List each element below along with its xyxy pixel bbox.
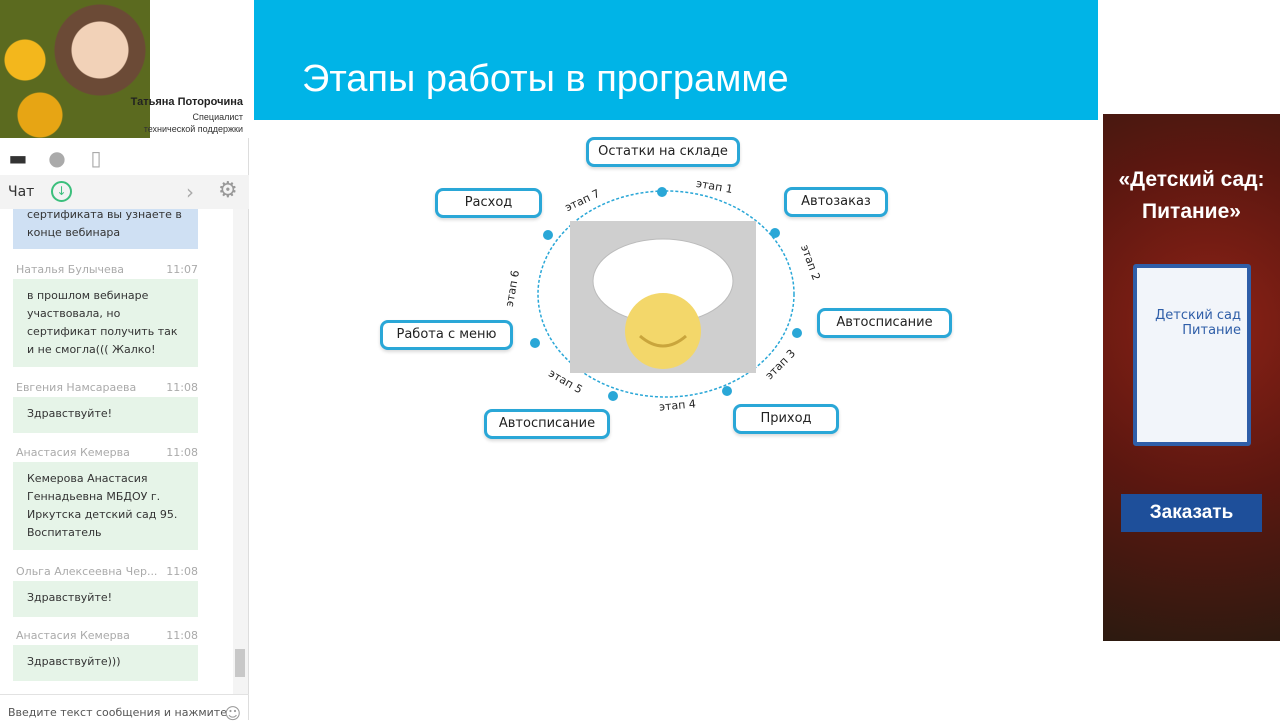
chat-panel: Татьяна Поторочина Специалист технической… bbox=[0, 0, 249, 723]
chat-message: Кемерова Анастасия Геннадьевна МБДОУ г. … bbox=[13, 462, 198, 550]
download-icon[interactable]: ↓ bbox=[51, 181, 72, 202]
users-tab-icon[interactable]: ● bbox=[48, 146, 66, 170]
cycle-arrows bbox=[530, 187, 802, 401]
stage-box-autowriteoff-2: Автосписание bbox=[484, 409, 610, 439]
cycle-node bbox=[543, 230, 553, 240]
message-author: Анастасия Кемерва bbox=[16, 629, 130, 642]
chef-illustration bbox=[570, 221, 756, 373]
chat-message: Здравствуйте))) bbox=[13, 645, 198, 681]
stage-box-autowriteoff: Автосписание bbox=[817, 308, 952, 338]
slide-banner: Этапы работы в программе bbox=[254, 0, 1098, 120]
panel-tabs: ▬ ● ▯ bbox=[0, 140, 249, 175]
scrollbar-thumb[interactable] bbox=[235, 649, 245, 677]
message-author: Ольга Алексеевна Чер... bbox=[16, 565, 158, 578]
cycle-node bbox=[792, 328, 802, 338]
files-tab-icon[interactable]: ▯ bbox=[90, 146, 102, 170]
input-placeholder: Введите текст сообщения и нажмите bbox=[8, 706, 227, 719]
chat-tab-icon[interactable]: ▬ bbox=[8, 146, 28, 170]
product-name: Детский сад Питание bbox=[1155, 308, 1241, 338]
stage-box-autoorder: Автозаказ bbox=[784, 187, 888, 217]
chat-message: в прошлом вебинаре участвовала, но серти… bbox=[13, 279, 198, 367]
cycle-node bbox=[770, 228, 780, 238]
message-header: Евгения Намсараева 11:08 bbox=[16, 381, 198, 394]
product-box-image: Детский сад Питание bbox=[1133, 264, 1251, 446]
message-header: Ольга Алексеевна Чер... 11:08 bbox=[16, 565, 198, 578]
presenter-photo bbox=[0, 0, 150, 138]
presenter-card: Татьяна Поторочина Специалист технической… bbox=[0, 0, 249, 138]
chat-header: Чат ↓ › ⚙ bbox=[0, 175, 249, 209]
cycle-node bbox=[722, 386, 732, 396]
message-list: сертификата вы узнаете в конце вебинара … bbox=[0, 209, 233, 694]
message-header: Анастасия Кемерва 11:08 bbox=[16, 629, 198, 642]
stage-box-expense: Расход bbox=[435, 188, 542, 218]
chat-scrollbar[interactable] bbox=[233, 209, 248, 694]
message-time: 11:08 bbox=[166, 629, 198, 642]
cycle-node bbox=[657, 187, 667, 197]
message-time: 11:08 bbox=[166, 565, 198, 578]
cycle-node bbox=[530, 338, 540, 348]
stage-box-menu: Работа с меню bbox=[380, 320, 513, 350]
slide-title: Этапы работы в программе bbox=[302, 58, 789, 100]
stage-box-income: Приход bbox=[733, 404, 839, 434]
ad-banner[interactable]: «Детский сад: Питание» Детский сад Питан… bbox=[1103, 114, 1280, 641]
role-line: технической поддержки bbox=[143, 124, 243, 134]
message-author: Евгения Намсараева bbox=[16, 381, 137, 394]
message-author: Наталья Булычева bbox=[16, 263, 125, 276]
presenter-name: Татьяна Поторочина bbox=[130, 96, 243, 108]
stage-box-stock: Остатки на складе bbox=[586, 137, 740, 167]
ad-title: «Детский сад: Питание» bbox=[1118, 168, 1265, 223]
chat-message: Здравствуйте! bbox=[13, 581, 198, 617]
gear-icon[interactable]: ⚙ bbox=[218, 178, 238, 203]
cycle-node bbox=[608, 391, 618, 401]
presenter-role: Специалист технической поддержки bbox=[144, 111, 243, 135]
message-author: Анастасия Кемерва bbox=[16, 446, 130, 459]
presentation-slide: Этапы работы в программе Остатки на скла… bbox=[254, 0, 1098, 720]
message-time: 11:07 bbox=[166, 263, 198, 276]
chat-message: сертификата вы узнаете в конце вебинара bbox=[13, 209, 198, 249]
emoji-icon[interactable]: ☺ bbox=[224, 704, 241, 723]
chat-message: Здравствуйте! bbox=[13, 397, 198, 433]
chat-label: Чат bbox=[8, 184, 35, 200]
message-input[interactable]: Введите текст сообщения и нажмите☺ bbox=[0, 694, 249, 723]
message-time: 11:08 bbox=[166, 446, 198, 459]
chevron-right-icon[interactable]: › bbox=[186, 180, 194, 204]
message-header: Анастасия Кемерва 11:08 bbox=[16, 446, 198, 459]
role-line: Специалист bbox=[192, 112, 243, 122]
order-button[interactable]: Заказать bbox=[1121, 494, 1262, 532]
message-time: 11:08 bbox=[166, 381, 198, 394]
message-header: Наталья Булычева 11:07 bbox=[16, 263, 198, 276]
